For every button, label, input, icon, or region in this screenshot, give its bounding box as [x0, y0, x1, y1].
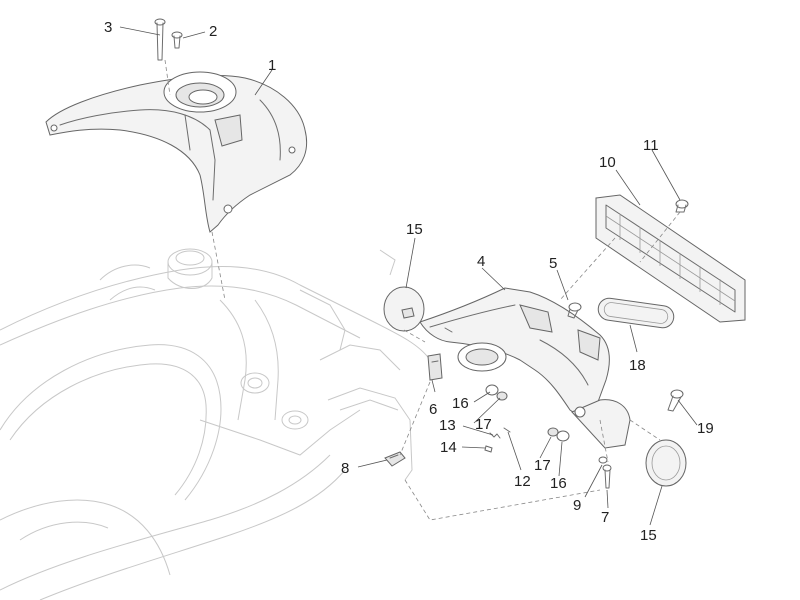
- part-screw-5: [567, 302, 582, 319]
- part-light-lens: [597, 297, 675, 329]
- callout-labels: 3 2 1 10 11 15 4 5 18 6 16 17 13 14 19 1…: [104, 19, 714, 544]
- callout-3: 3: [104, 19, 112, 36]
- part-clip-nut: [427, 353, 443, 381]
- part-screw-short: [171, 31, 183, 49]
- part-screw-long: [154, 18, 166, 61]
- part-pin-12: [503, 427, 511, 433]
- part-nut-17-upper: [496, 391, 508, 401]
- callout-10: 10: [599, 154, 616, 171]
- callout-8: 8: [341, 460, 349, 477]
- callout-16-upper: 16: [452, 395, 469, 412]
- callout-15-right: 15: [640, 527, 657, 544]
- part-screw-19: [667, 389, 684, 412]
- callout-18: 18: [629, 357, 646, 374]
- callout-9: 9: [573, 497, 581, 514]
- part-license-plate: [595, 194, 746, 323]
- callout-17-lower: 17: [534, 457, 551, 474]
- callout-11: 11: [643, 137, 659, 154]
- callout-15-left: 15: [406, 221, 423, 238]
- callout-16-lower: 16: [550, 475, 567, 492]
- callout-7: 7: [601, 509, 609, 526]
- part-rear-shield-cover: [45, 71, 308, 233]
- callout-6: 6: [429, 401, 437, 418]
- scooter-frame-outline: [0, 248, 431, 600]
- callout-13: 13: [439, 417, 456, 434]
- part-pin-14: [484, 445, 493, 453]
- part-washer-9: [598, 456, 608, 464]
- part-reflector-right: [645, 439, 687, 487]
- callout-19: 19: [697, 420, 714, 437]
- part-spring-13: [489, 432, 501, 439]
- callout-12: 12: [514, 473, 531, 490]
- leader-lines: [119, 26, 698, 526]
- part-screw-7: [602, 464, 612, 489]
- callout-5: 5: [549, 255, 557, 272]
- part-screw-11: [675, 199, 689, 213]
- part-nut-17-lower: [547, 427, 559, 437]
- callout-2: 2: [209, 23, 217, 40]
- assembly-lines: [164, 59, 681, 521]
- part-washer-16-lower: [556, 430, 570, 442]
- callout-4: 4: [477, 253, 485, 270]
- callout-17-upper: 17: [475, 416, 492, 433]
- callout-1: 1: [268, 57, 276, 74]
- callout-14: 14: [440, 439, 457, 456]
- part-reflector-left: [383, 286, 425, 332]
- part-connector: [384, 451, 406, 467]
